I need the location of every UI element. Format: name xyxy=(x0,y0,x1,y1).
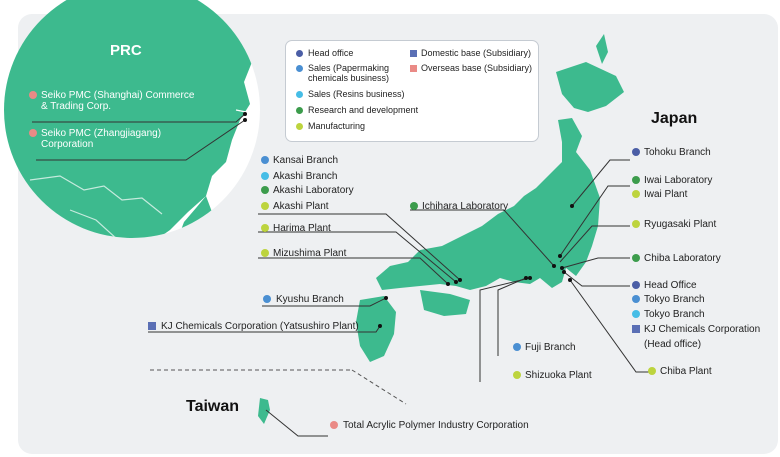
location-kj-yatsushiro: KJ Chemicals Corporation (Yatsushiro Pla… xyxy=(161,321,359,332)
region-label-prc: PRC xyxy=(110,42,142,59)
legend-sales-resins: Sales (Resins business) xyxy=(308,89,405,99)
legend-manufacturing-marker xyxy=(296,123,303,130)
location-tokyo-branch-resins: Tokyo Branch xyxy=(644,309,705,320)
research-marker xyxy=(410,202,418,210)
head-office-marker xyxy=(632,281,640,289)
location-tohoku-branch: Tohoku Branch xyxy=(644,147,711,158)
location-ryugasaki-plant: Ryugasaki Plant xyxy=(644,219,717,230)
research-marker xyxy=(261,186,269,194)
legend-sales-paper: Sales (Papermaking chemicals business) xyxy=(308,63,390,83)
head-office-marker xyxy=(632,148,640,156)
location-shizuoka-plant: Shizuoka Plant xyxy=(525,370,592,381)
location-chiba-laboratory: Chiba Laboratory xyxy=(644,253,721,264)
sales-resins-marker xyxy=(632,310,640,318)
legend-sales-paper-marker xyxy=(296,65,303,72)
domestic-base-marker xyxy=(632,325,640,333)
location-akashi-plant: Akashi Plant xyxy=(273,201,329,212)
manufacturing-marker xyxy=(632,220,640,228)
manufacturing-marker xyxy=(513,371,521,379)
sales-paper-marker xyxy=(513,343,521,351)
location-akashi-laboratory: Akashi Laboratory xyxy=(273,185,354,196)
location-ichihara-laboratory: Ichihara Laboratory xyxy=(422,201,509,212)
location-total-acrylic: Total Acrylic Polymer Industry Corporati… xyxy=(343,420,529,431)
domestic-base-marker xyxy=(148,322,156,330)
location-head-office: Head Office xyxy=(644,280,697,291)
location-seiko-zhangjiagang: Seiko PMC (Zhangjiagang) Corporation xyxy=(41,128,162,150)
legend-domestic-base-marker xyxy=(410,50,417,57)
legend-domestic-base: Domestic base (Subsidiary) xyxy=(421,48,532,58)
location-harima-plant: Harima Plant xyxy=(273,223,331,234)
manufacturing-marker xyxy=(261,224,269,232)
location-kj-head-office-note: (Head office) xyxy=(644,339,702,350)
manufacturing-marker xyxy=(261,202,269,210)
legend: Head office Sales (Papermaking chemicals… xyxy=(285,40,539,142)
overseas-base-marker xyxy=(29,129,37,137)
sales-paper-marker xyxy=(632,295,640,303)
location-kansai-branch: Kansai Branch xyxy=(273,155,339,166)
sales-paper-marker xyxy=(263,295,271,303)
legend-head-office-marker xyxy=(296,50,303,57)
location-fuji-branch: Fuji Branch xyxy=(525,342,576,353)
location-dots xyxy=(243,112,574,328)
legend-head-office: Head office xyxy=(308,48,354,58)
location-iwai-laboratory: Iwai Laboratory xyxy=(644,175,713,186)
legend-research-marker xyxy=(296,107,303,114)
legend-sales-resins-marker xyxy=(296,91,303,98)
leader-lines xyxy=(32,113,650,437)
sales-resins-marker xyxy=(261,172,269,180)
location-kyushu-branch: Kyushu Branch xyxy=(276,294,344,305)
legend-manufacturing: Manufacturing xyxy=(308,121,366,131)
research-marker xyxy=(632,254,640,262)
location-seiko-shanghai: Seiko PMC (Shanghai) Commerce & Trading … xyxy=(41,90,195,112)
location-tokyo-branch-paper: Tokyo Branch xyxy=(644,294,705,305)
manufacturing-marker xyxy=(261,249,269,257)
region-label-japan: Japan xyxy=(651,110,698,127)
location-chiba-plant: Chiba Plant xyxy=(660,366,712,377)
sales-paper-marker xyxy=(261,156,269,164)
legend-overseas-base-marker xyxy=(410,65,417,72)
overseas-base-marker xyxy=(330,421,338,429)
research-marker xyxy=(632,176,640,184)
region-label-taiwan: Taiwan xyxy=(186,398,240,415)
legend-overseas-base: Overseas base (Subsidiary) xyxy=(421,63,533,73)
manufacturing-marker xyxy=(632,190,640,198)
overseas-base-marker xyxy=(29,91,37,99)
location-akashi-branch: Akashi Branch xyxy=(273,171,338,182)
legend-research: Research and development xyxy=(308,105,419,115)
location-iwai-plant: Iwai Plant xyxy=(644,189,688,200)
japan-land xyxy=(258,34,624,424)
manufacturing-marker xyxy=(648,367,656,375)
location-kj-head-office: KJ Chemicals Corporation xyxy=(644,324,761,335)
location-mizushima-plant: Mizushima Plant xyxy=(273,248,347,259)
